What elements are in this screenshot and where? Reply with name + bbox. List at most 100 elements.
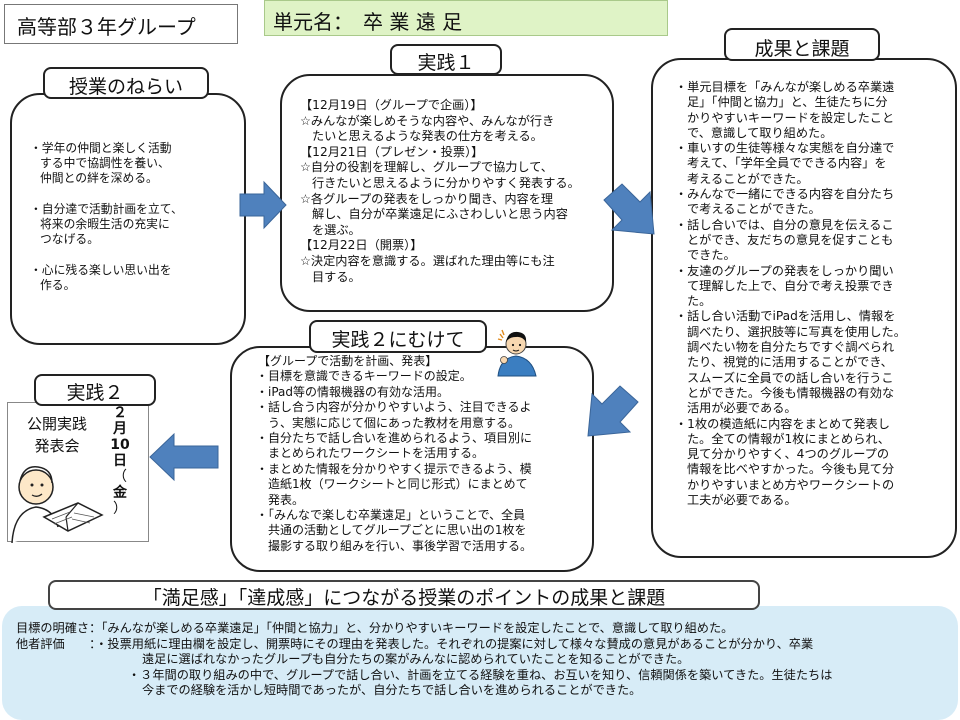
results-line: た。全ての情報が1枚にまとめられ、 xyxy=(687,431,890,446)
results-line: て理解した上で、自分で考え投票でき xyxy=(687,278,894,293)
results-line: ・友達のグループの発表をしっかり聞い xyxy=(675,263,894,278)
aims-panel: ・学年の仲間と楽しく活動 する中で協調性を養い、 仲間との絆を深める。 ・自分達… xyxy=(10,93,246,345)
toward-practice2-line: まとめられたワークシートを活用する。 xyxy=(268,446,485,461)
date-char: （ xyxy=(113,469,127,485)
arrow-right-icon xyxy=(239,180,287,230)
practice1-line: 解し、自分が卒業遠足にふさわしいと思う内容 xyxy=(312,207,568,222)
aim-item: ・自分達で活動計画を立て、 将来の余暇生活の充実に つなげる。 xyxy=(30,202,244,247)
event-date: ２ 月 10 日 （ 金 ） xyxy=(109,405,131,517)
event-name: 公開実践 発表会 xyxy=(26,413,88,457)
results-line: 調べたい物を自分たちですぐ調べられ xyxy=(687,340,895,355)
aim-line: ・学年の仲間と楽しく活動 xyxy=(30,141,172,155)
results-line: 活用が必要である。 xyxy=(687,401,797,416)
practice1-line: ☆各グループの発表をしっかり聞き、内容を理 xyxy=(300,191,554,206)
toward-practice2-line: 造紙1枚（ワークシートと同じ形式）にまとめて xyxy=(268,477,528,492)
unit-name: 単元名： 卒 業 遠 足 xyxy=(264,0,668,36)
results-panel: ・単元目標を「みんなが楽しめる卒業遠 足」「仲間と協力」と、生徒たちに分 かりや… xyxy=(651,58,957,558)
practice1-panel: 【12月19日（グループで企画）】 ☆みんなが楽しめそうな内容や、みんなが行き … xyxy=(280,74,614,312)
arrow-down-left-icon xyxy=(587,385,639,437)
toward-practice2-line: 【グループで活動を計画、発表】 xyxy=(258,354,438,368)
results-line: た。 xyxy=(687,294,712,309)
practice2-panel: 公開実践 発表会 ２ 月 10 日 （ 金 ） xyxy=(7,402,149,544)
summary-line: 今までの経験を活かし短時間であったが、自分たちで話し合いを進められることができた… xyxy=(142,683,642,698)
results-title: 成果と課題 xyxy=(724,28,880,61)
practice1-line: 【12月19日（グループで企画）】 xyxy=(300,98,483,112)
date-char: ） xyxy=(113,501,127,517)
date-char: ２ xyxy=(113,405,127,421)
group-title: 高等部３年グループ xyxy=(4,4,238,44)
practice1-line: たいと思えるような発表の仕方を考える。 xyxy=(312,129,543,144)
toward-practice2-line: ・自分たちで話し合いを進められるよう、項目別に xyxy=(256,431,533,446)
toward-practice2-line: 撮影する取り組みを行い、事後学習で活用する。 xyxy=(268,538,533,553)
results-line: 調べたり、選択肢等に写真を使用した。 xyxy=(687,324,906,339)
results-line: で考えることができた。 xyxy=(687,202,821,217)
results-line: 見て分かりやすく、4つのグループの xyxy=(687,447,890,462)
student-illustration xyxy=(497,329,537,377)
aim-line: ・自分達で活動計画を立て、 xyxy=(30,202,183,216)
date-char: 金 xyxy=(113,485,127,501)
summary-line: 遠足に選ばれなかったグループも自分たちの案がみんなに認められていたことを知ること… xyxy=(142,652,690,667)
summary-title: 「満足感」「達成感」につながる授業のポイントの成果と課題 xyxy=(48,580,760,610)
practice1-line: 【12月22日（開票）】 xyxy=(300,238,423,253)
practice1-line: 【12月21日（プレゼン・投票）】 xyxy=(300,144,484,159)
toward-practice2-line: ・話し合う内容が分かりやすいよう、注目できるよ xyxy=(256,400,532,415)
summary-line: ・３年間の取り組みの中で、グループで話し合い、計画を立てる経験を重ね、お互いを知… xyxy=(128,667,833,682)
results-line: で、意識して取り組めた。 xyxy=(687,125,833,140)
results-line: 考えることができた。 xyxy=(687,171,809,186)
practice1-line: ☆決定内容を意識する。選ばれた理由等にも注 xyxy=(300,253,555,268)
aim-line: 作る。 xyxy=(40,278,76,292)
results-line: ・単元目標を「みんなが楽しめる卒業遠 xyxy=(675,80,895,94)
aim-item: ・心に残る楽しい思い出を 作る。 xyxy=(30,263,244,293)
summary-line: 目標の明確さ：「みんなが楽しめる卒業遠足」「仲間と協力」と、分かりやすいキーワー… xyxy=(16,621,734,635)
toward-practice2-panel: 【グループで活動を計画、発表】 ・目標を意識できるキーワードの設定。 ・iPad… xyxy=(230,346,594,572)
results-line: 足」「仲間と協力」と、生徒たちに分 xyxy=(687,95,888,110)
toward-practice2-line: ・目標を意識できるキーワードの設定。 xyxy=(256,369,472,384)
results-line: かりやすいキーワードを設定したこと xyxy=(687,110,895,125)
toward-practice2-line: ・iPad等の情報機器の有効な活用。 xyxy=(256,384,450,399)
results-line: ・1枚の模造紙に内容をまとめて発表し xyxy=(675,416,890,431)
results-line: ・みんなで一緒にできる内容を自分たち xyxy=(675,187,895,202)
results-line: 工夫が必要である。 xyxy=(687,493,797,508)
results-line: かりやすいまとめ方やワークシートの xyxy=(687,477,895,492)
event-line: 発表会 xyxy=(34,437,80,455)
practice1-title: 実践１ xyxy=(390,44,502,75)
aims-title: 授業のねらい xyxy=(43,67,209,99)
results-line: 情報を比べやすかった。今後も見て分 xyxy=(687,462,895,477)
toward-practice2-line: 共通の活動としてグループごとに思い出の1枚を xyxy=(268,523,527,538)
date-char: 月 xyxy=(113,421,127,437)
practice1-line: ☆自分の役割を理解し、グループで協力して、 xyxy=(300,160,553,175)
date-char: 日 xyxy=(113,453,127,469)
aim-item: ・学年の仲間と楽しく活動 する中で協調性を養い、 仲間との絆を深める。 xyxy=(30,141,244,186)
results-line: スムーズに全員での話し合いを行うこ xyxy=(687,370,894,385)
toward-practice2-line: 発表。 xyxy=(268,492,305,507)
results-line: とができ、友だちの意見を促すことも xyxy=(687,232,894,247)
practice2-title: 実践２ xyxy=(34,374,156,406)
aim-line: ・心に残る楽しい思い出を xyxy=(30,263,172,277)
toward-practice2-line: ・「みんなで楽しむ卒業遠足」ということで、全員 xyxy=(256,508,526,523)
practice1-line: ☆みんなが楽しめそうな内容や、みんなが行き xyxy=(300,113,555,128)
toward-practice2-line: う、実態に応じて個にあった教材を用意する。 xyxy=(268,415,521,430)
summary-panel: 目標の明確さ：「みんなが楽しめる卒業遠足」「仲間と協力」と、分かりやすいキーワー… xyxy=(2,606,958,720)
reading-person-illustration xyxy=(11,466,104,544)
results-line: 考えて、「学年全員でできる内容」を xyxy=(687,156,887,171)
aim-line: つなげる。 xyxy=(40,232,99,246)
aim-line: 将来の余暇生活の充実に xyxy=(40,217,170,231)
practice1-line: 行きたいと思えるように分かりやすく発表する。 xyxy=(312,175,580,190)
toward-practice2-title: 実践２にむけて xyxy=(309,320,487,353)
event-line: 公開実践 xyxy=(26,415,87,433)
results-line: できた。 xyxy=(687,248,736,263)
practice1-line: を選ぶ。 xyxy=(312,222,361,237)
aim-line: する中で協調性を養い、 xyxy=(40,156,170,170)
results-line: ・車いすの生徒等様々な実態を自分達で xyxy=(675,141,895,156)
arrow-down-right-icon xyxy=(603,183,655,235)
practice1-line: 目する。 xyxy=(312,269,361,284)
summary-line: 他者評価 ：・投票用紙に理由欄を設定し、開票時にその理由を発表した。それぞれの提… xyxy=(16,636,814,651)
toward-practice2-line: ・まとめた情報を分かりやすく提示できるよう、模 xyxy=(256,461,532,476)
results-line: たり、視覚的に活用することができ、 xyxy=(687,355,893,370)
results-line: ・話し合いでは、自分の意見を伝えるこ xyxy=(675,217,894,232)
arrow-left-icon xyxy=(149,432,219,482)
results-line: とができた。今後も情報機器の有効な xyxy=(687,385,895,400)
results-line: ・話し合い活動でiPadを活用し、情報を xyxy=(675,309,896,324)
date-char: 10 xyxy=(110,437,130,453)
aim-line: 仲間との絆を深める。 xyxy=(40,171,158,185)
